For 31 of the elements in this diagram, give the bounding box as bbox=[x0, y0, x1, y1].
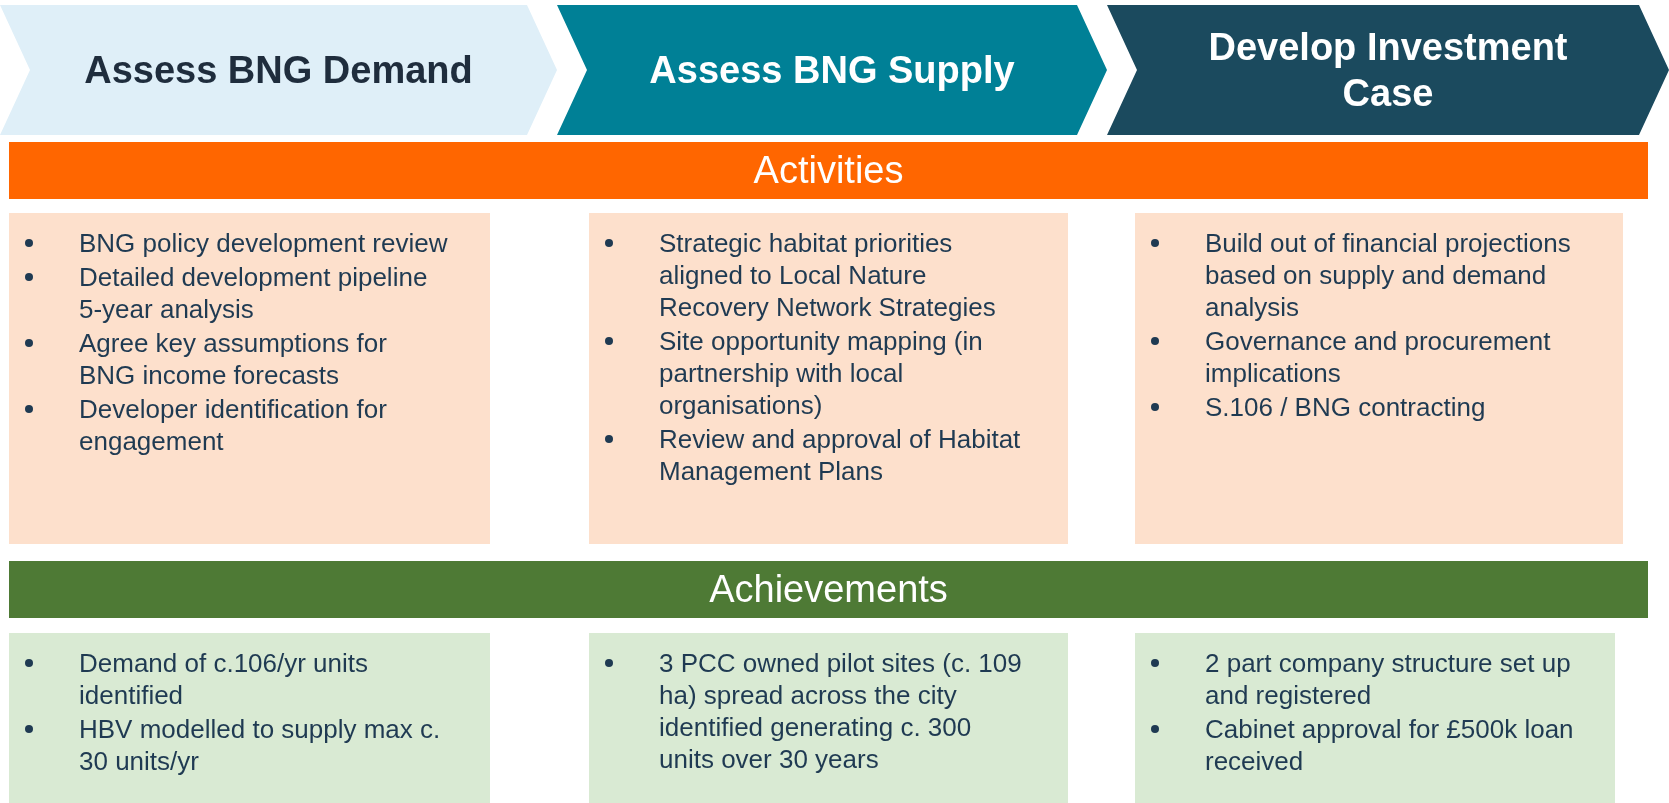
achievement-panel bbox=[9, 633, 490, 803]
section-banner bbox=[9, 561, 1648, 618]
section-heading: Activities bbox=[752, 148, 905, 193]
bullet-text: Agree key assumptions for BNG income forecasts bbox=[79, 327, 388, 391]
bullet-text: Governance and procurement implications bbox=[1205, 325, 1552, 389]
activity-panel bbox=[1135, 213, 1623, 544]
bullet-text: 2 part company structure set up and registered bbox=[1205, 647, 1572, 711]
section-heading: Achievements bbox=[708, 567, 949, 612]
phase-banner bbox=[1107, 5, 1669, 135]
bullet-text: Site opportunity mapping (in partnership with local organisations) bbox=[659, 325, 984, 421]
step-title: Develop Investment Case bbox=[1207, 25, 1569, 116]
bullet-text: 3 PCC owned pilot sites (c. 109 ha) spread across the city identified generating c. 300 units over 30 years bbox=[659, 647, 1023, 775]
bullet-text: Review and approval of Habitat Management Plans bbox=[659, 423, 1022, 487]
achievement-panel bbox=[1135, 633, 1615, 803]
bullet-text: BNG policy development review bbox=[79, 227, 449, 259]
bullet-text: Strategic habitat priorities aligned to Local Nature Recovery Network Strategies bbox=[659, 227, 997, 323]
bullet-text: Developer identification for engagement bbox=[79, 393, 388, 457]
bullet-text: Detailed development pipeline 5-year analysis bbox=[79, 261, 429, 325]
bullet-text: Demand of c.106/yr units identified bbox=[79, 647, 370, 711]
activity-panel bbox=[589, 213, 1068, 544]
bullet-text: Cabinet approval for £500k loan received bbox=[1205, 713, 1575, 777]
achievement-panel bbox=[589, 633, 1068, 803]
step-title: Assess BNG Demand bbox=[84, 48, 473, 93]
phase-banner bbox=[0, 5, 557, 135]
bullet-text: S.106 / BNG contracting bbox=[1205, 391, 1487, 423]
activity-panel bbox=[9, 213, 490, 544]
phase-banner bbox=[557, 5, 1107, 135]
section-banner bbox=[9, 142, 1648, 199]
bullet-text: HBV modelled to supply max c. 30 units/yr bbox=[79, 713, 442, 777]
bullet-text: Build out of financial projections based on supply and demand analysis bbox=[1205, 227, 1572, 323]
step-title: Assess BNG Supply bbox=[649, 48, 1015, 93]
